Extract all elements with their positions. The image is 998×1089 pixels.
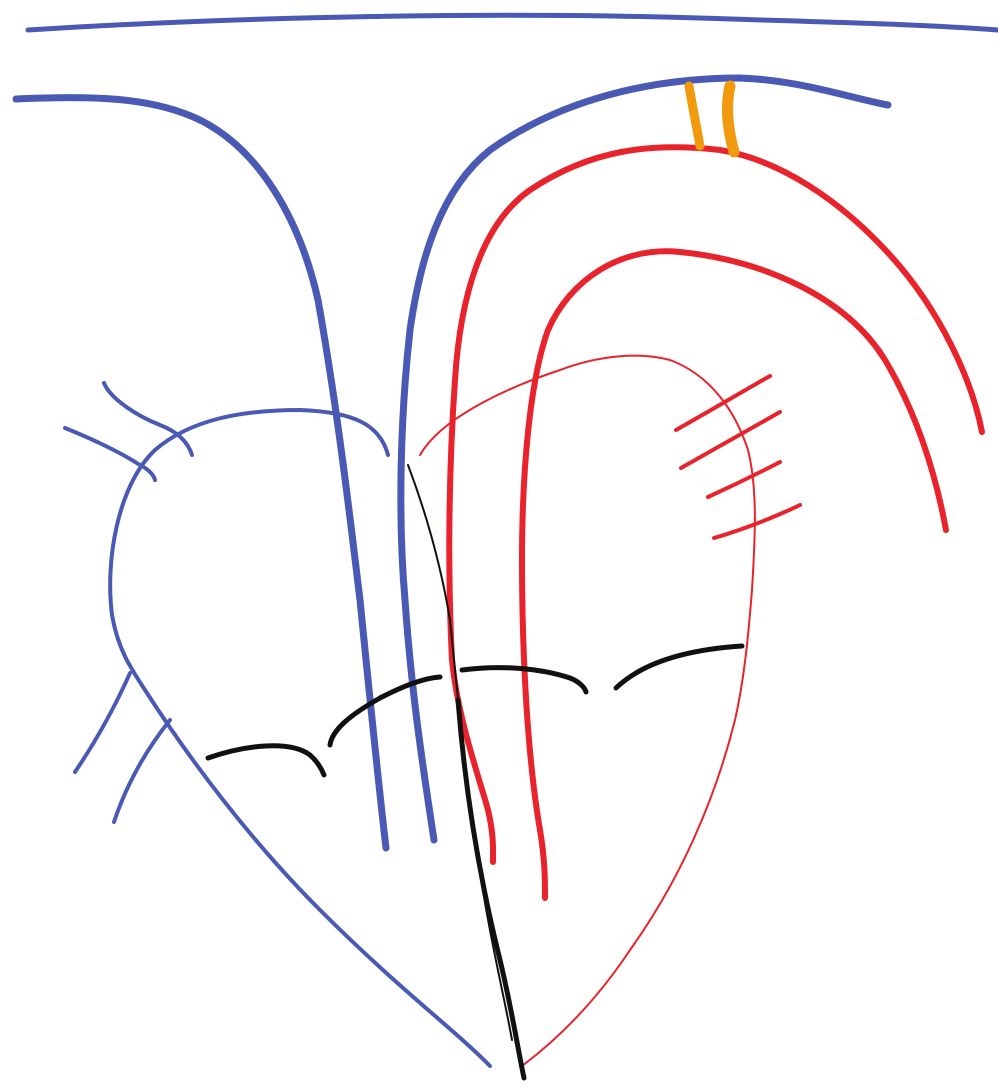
right-atrium-outline <box>110 410 490 1066</box>
vein-branch-lower-1 <box>75 673 130 772</box>
vein-branch-upper-1 <box>104 383 192 455</box>
orange-marks <box>689 86 734 152</box>
aortic-arch-inner <box>522 251 946 898</box>
vein-branch-upper-2 <box>65 428 155 480</box>
blue-vessels <box>16 15 998 1066</box>
interventricular-line-lower <box>458 700 524 1078</box>
pulmonary-branch-1 <box>676 376 770 430</box>
left-brachiocephalic-vessel <box>16 98 386 848</box>
valve-arc-2 <box>330 677 440 745</box>
pulmonary-trunk-thin <box>420 356 755 1066</box>
vein-branch-lower-2 <box>114 720 170 822</box>
top-horizontal-vessel <box>28 15 998 30</box>
valve-arc-1 <box>208 746 324 775</box>
ligament-mark-1 <box>689 86 700 146</box>
ligament-mark-2 <box>727 86 734 152</box>
pulmonary-branch-3 <box>708 462 780 497</box>
pulmonary-branch-4 <box>714 505 800 538</box>
valve-arc-4 <box>616 646 742 688</box>
red-vessels <box>420 147 982 1066</box>
